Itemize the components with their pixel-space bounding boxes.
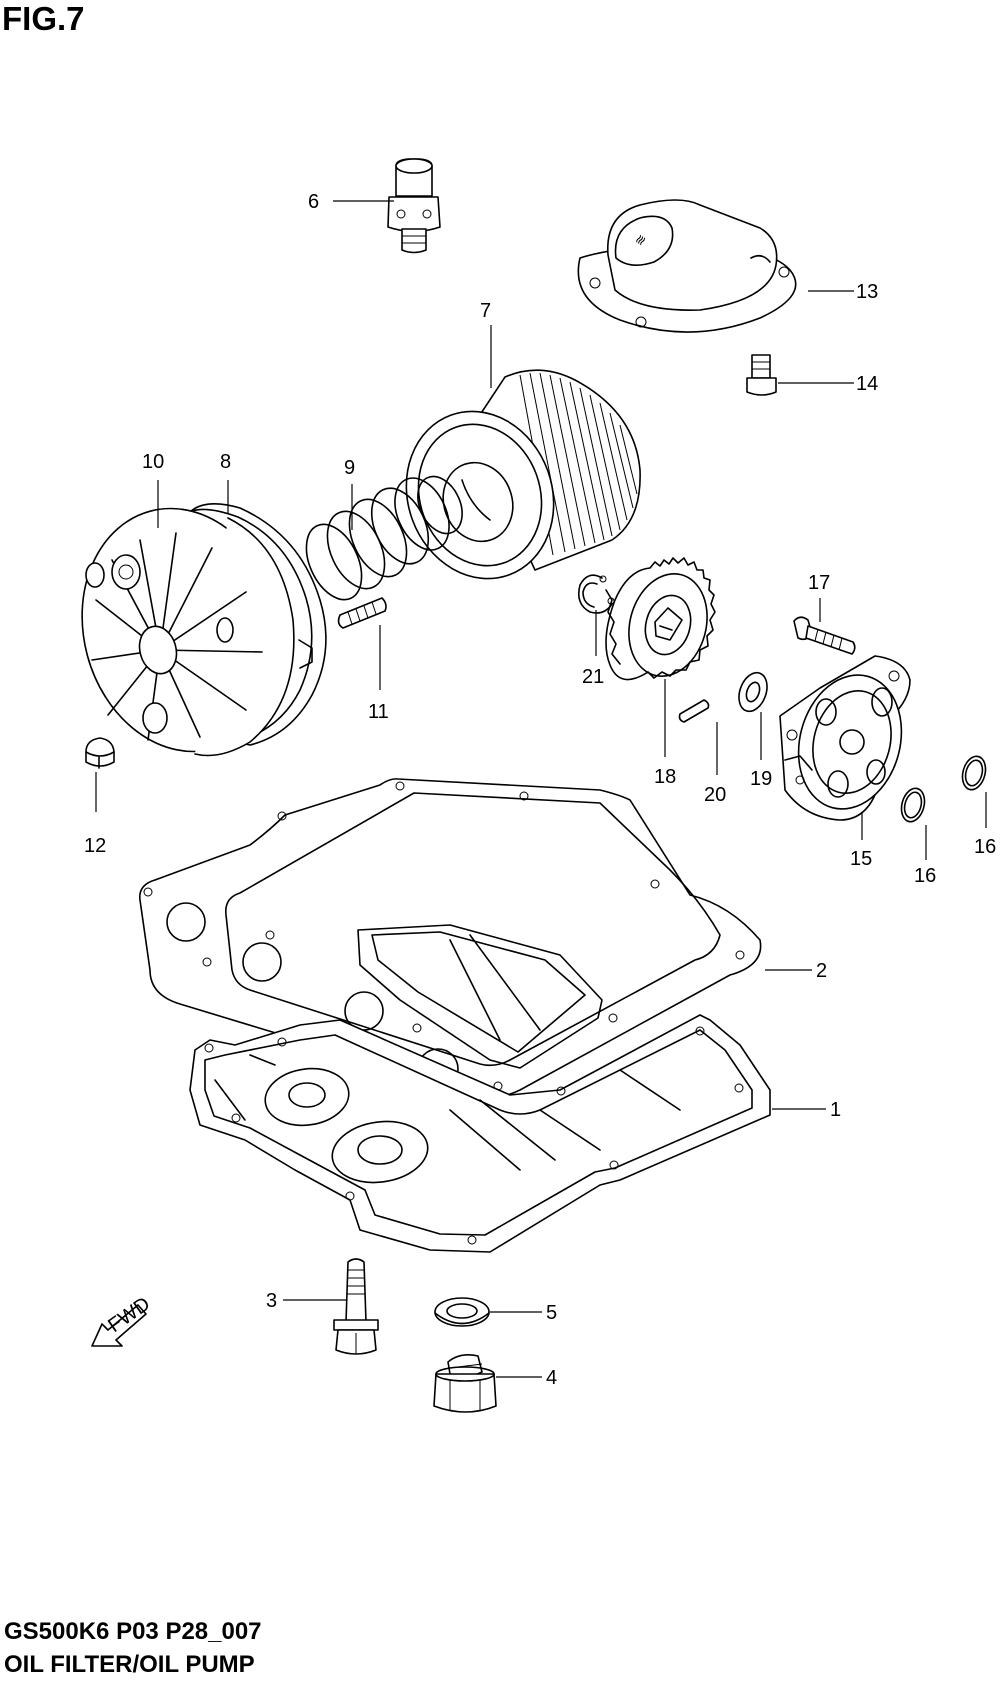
callout-20: 20	[704, 784, 726, 806]
callout-12: 12	[84, 835, 106, 857]
callout-16-b: 16	[974, 836, 996, 858]
callout-17: 17	[808, 572, 830, 594]
callout-6: 6	[308, 191, 319, 213]
part-3-bolt	[333, 1258, 379, 1355]
part-2-oil-pan-gasket	[138, 778, 762, 1098]
callout-11: 11	[368, 701, 389, 723]
callout-18: 18	[654, 766, 676, 788]
part-5-gasket	[434, 1297, 490, 1327]
part-10-filter-cap	[81, 507, 295, 757]
callout-13: 13	[856, 281, 878, 303]
part-9-spring	[305, 475, 463, 601]
callout-15: 15	[850, 848, 872, 870]
part-17-screw	[793, 616, 856, 655]
figure-title: FIG.7	[2, 0, 85, 37]
part-8-o-ring	[189, 503, 327, 746]
part-20-pin	[678, 699, 710, 723]
part-1-oil-pan	[189, 924, 771, 1253]
callout-2: 2	[816, 960, 827, 982]
part-13-cover: ≋	[577, 199, 797, 333]
callout-1: 1	[830, 1099, 841, 1121]
callout-4: 4	[546, 1367, 557, 1389]
part-16-o-rings	[900, 755, 987, 823]
callout-5: 5	[546, 1302, 557, 1324]
part-21-circlip	[577, 574, 615, 614]
part-12-cap-nut	[85, 737, 115, 769]
figure-code: GS500K6 P03 P28_007	[4, 1618, 262, 1645]
callout-21: 21	[582, 666, 604, 688]
part-14-bolt	[746, 354, 777, 396]
callout-19: 19	[750, 768, 772, 790]
callout-16-a: 16	[914, 865, 936, 887]
callout-14: 14	[856, 373, 878, 395]
fwd-arrow: FWD	[91, 1293, 154, 1347]
part-19-washer	[738, 671, 768, 713]
fwd-label: FWD	[104, 1293, 154, 1337]
callout-numbers: 6 7 10 8 9 11 12 13 14 17 21 18 20 19 15…	[84, 191, 996, 1389]
callout-7: 7	[480, 300, 491, 322]
part-18-driven-gear	[605, 557, 716, 681]
leader-lines	[95, 200, 987, 1378]
part-4-drain-plug	[433, 1354, 497, 1413]
part-15-oil-pump	[779, 655, 911, 821]
part-6-oil-pressure-switch	[387, 158, 441, 254]
callout-8: 8	[220, 451, 231, 473]
part-11-stud	[337, 597, 387, 629]
callout-3: 3	[266, 1290, 277, 1312]
callout-10: 10	[142, 451, 164, 473]
callout-9: 9	[344, 457, 355, 479]
part-7-oil-filter	[405, 369, 641, 580]
figure-name: OIL FILTER/OIL PUMP	[4, 1651, 255, 1678]
